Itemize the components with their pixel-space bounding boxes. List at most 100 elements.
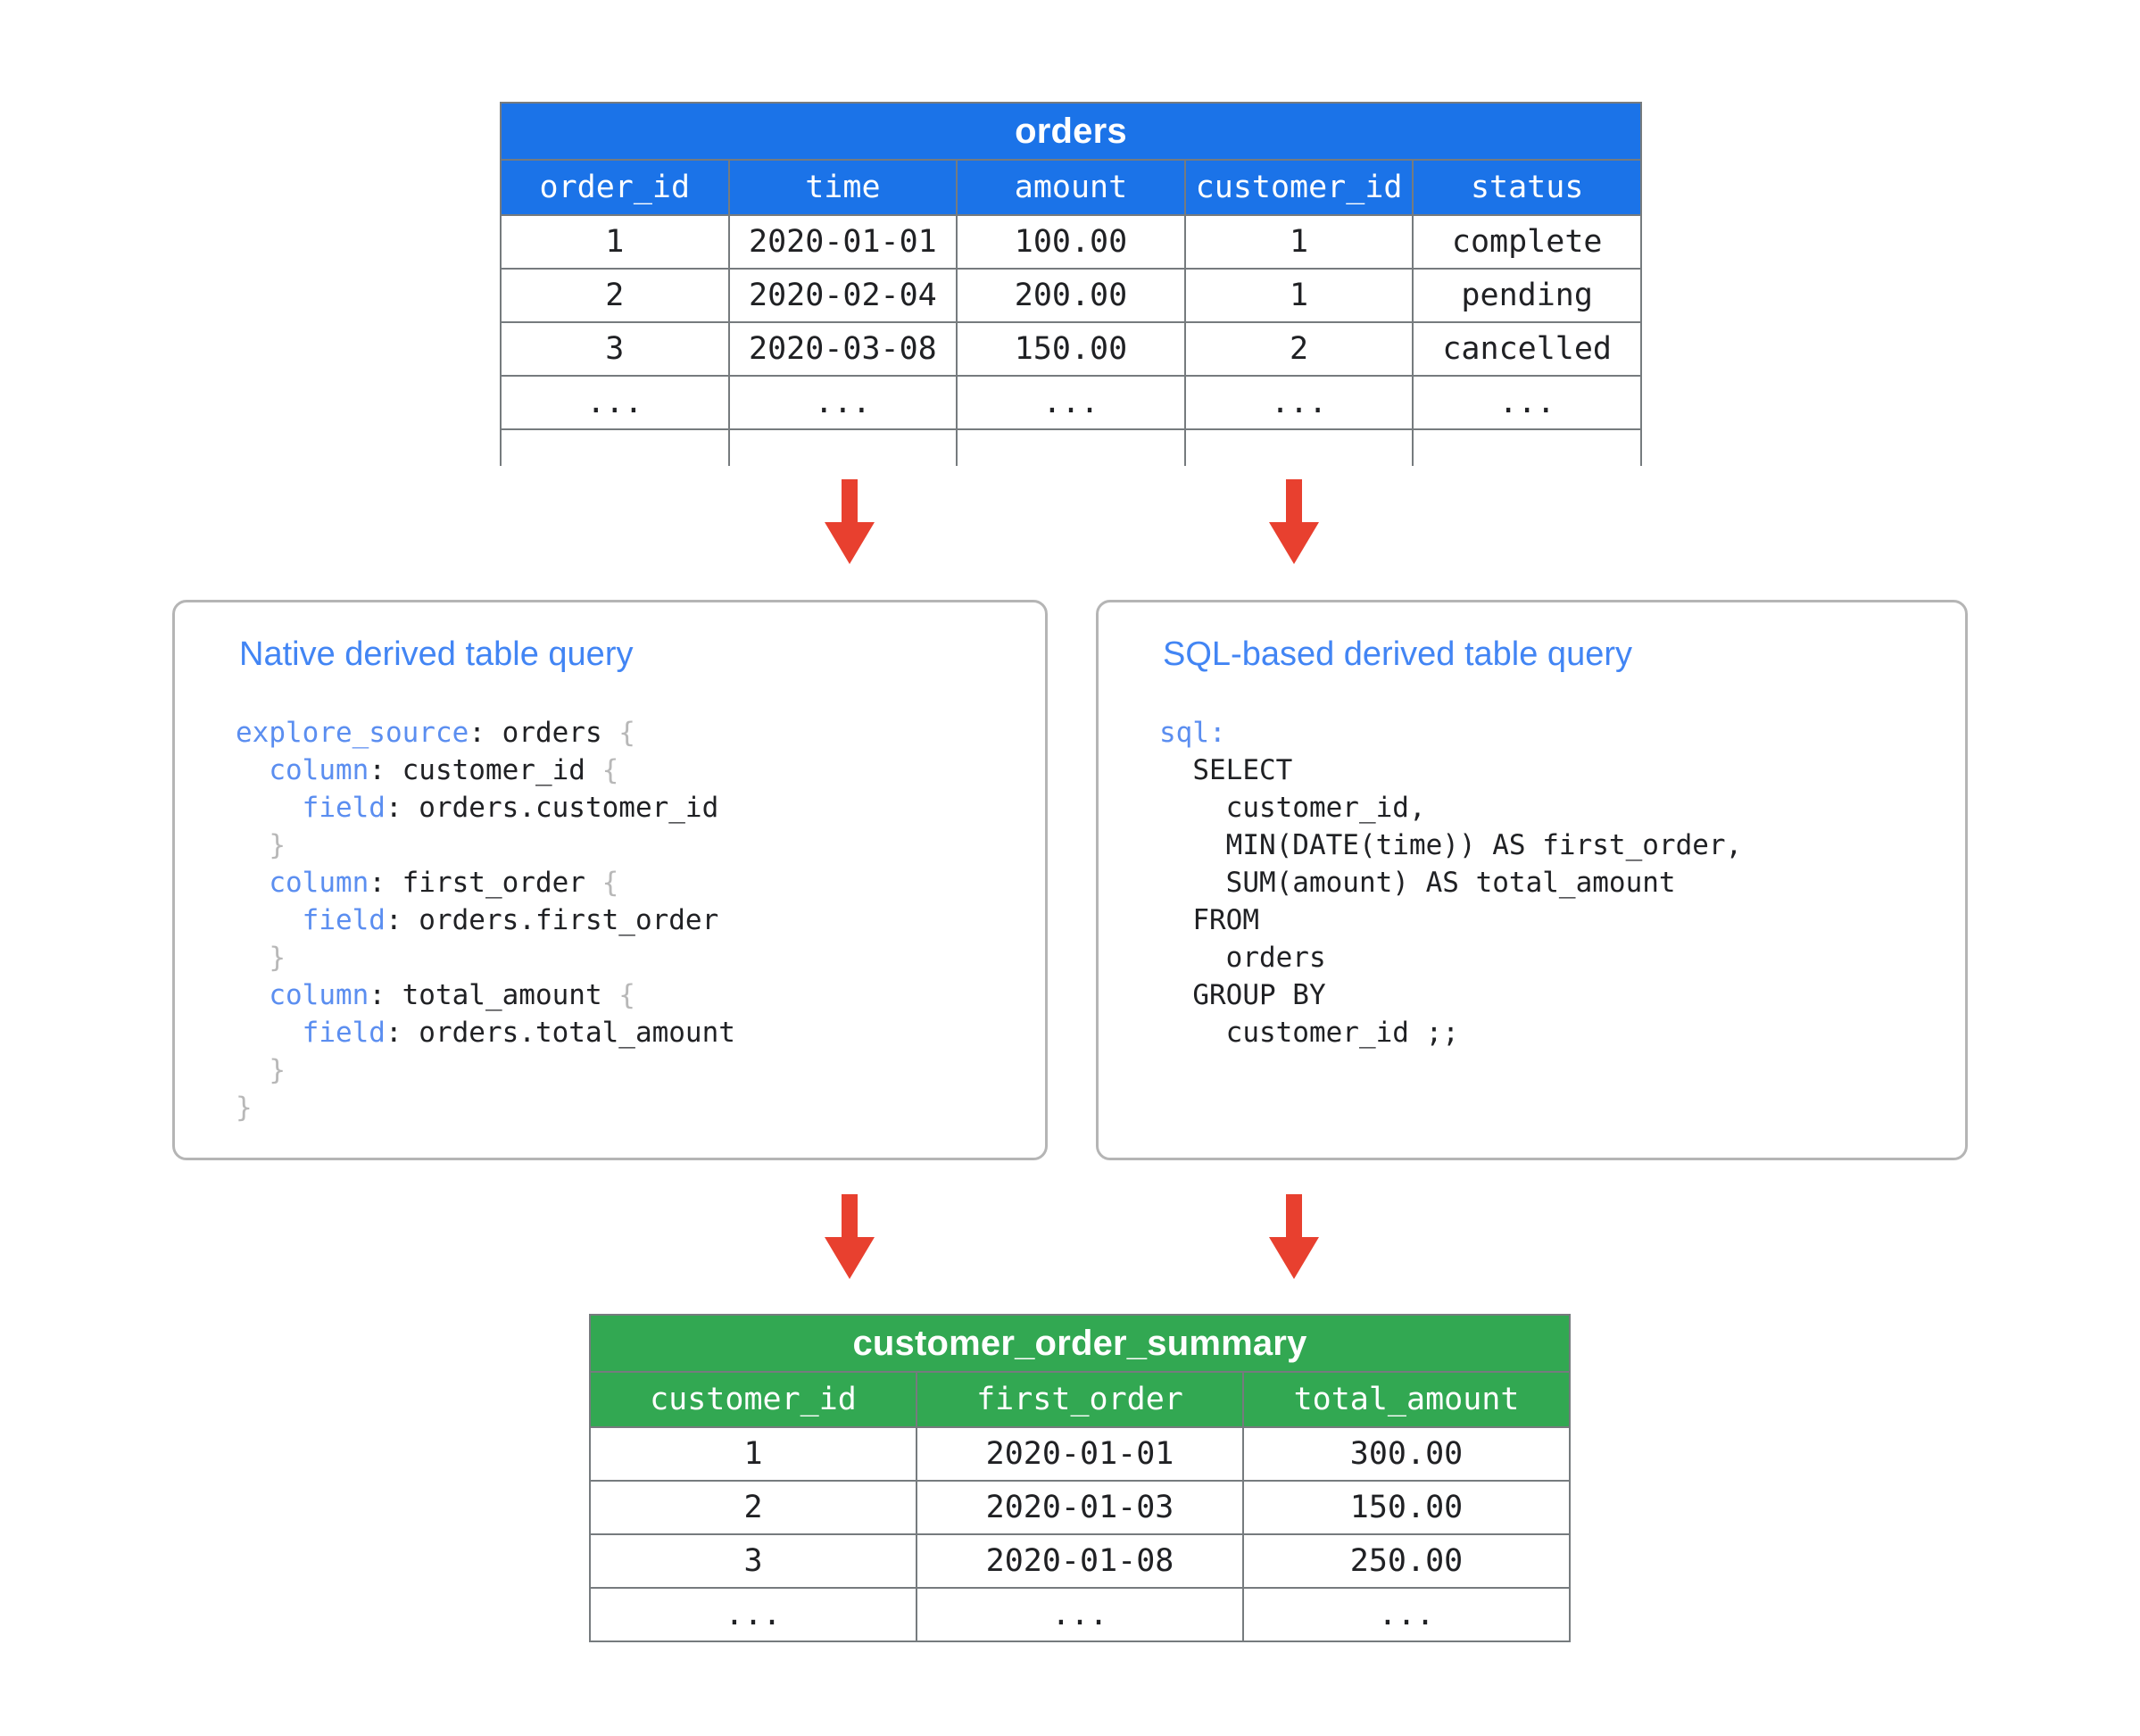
summary-cell: 2 (589, 1480, 917, 1535)
code-text (236, 1054, 269, 1086)
table-row: 3 2020-03-08 150.00 2 cancelled (500, 321, 1642, 377)
orders-cell: 3 (500, 321, 730, 377)
summary-cell: 2020-01-03 (916, 1480, 1244, 1535)
summary-col-header-total-amount: total_amount (1242, 1371, 1571, 1428)
orders-table-title-row: orders (500, 102, 1642, 161)
code-text: customer_id ;; (1159, 1017, 1459, 1049)
code-text: customer_id, (1159, 792, 1426, 824)
orders-cell: 2020-03-08 (727, 321, 958, 377)
orders-cell: ... (500, 375, 730, 430)
code-brace: { (618, 717, 635, 749)
summary-cell: 300.00 (1242, 1426, 1571, 1482)
code-line: explore_source: orders { (236, 714, 735, 752)
orders-cell: complete (1412, 214, 1642, 270)
code-line: } (236, 1089, 735, 1126)
arrow-orders-to-native-panel (824, 479, 875, 565)
orders-table-title: orders (500, 102, 1642, 161)
orders-cell: 2 (1183, 321, 1414, 377)
code-keyword: field (302, 792, 386, 824)
code-line: column: total_amount { (236, 976, 735, 1014)
orders-cell-truncated (956, 428, 1186, 466)
native-derived-table-panel: Native derived table query explore_sourc… (172, 600, 1048, 1160)
table-row-ellipsis: ... ... ... (589, 1587, 1571, 1642)
orders-col-header-customer-id: customer_id (1183, 159, 1414, 216)
code-line: customer_id ;; (1159, 1014, 1742, 1051)
code-line: } (236, 826, 735, 864)
orders-cell: pending (1412, 268, 1642, 323)
summary-cell: ... (916, 1587, 1244, 1642)
code-text: : orders.first_order (385, 904, 719, 936)
code-line: FROM (1159, 901, 1742, 939)
code-text (236, 942, 269, 974)
orders-table: orders order_id time amount customer_id … (500, 102, 1642, 466)
code-line: column: customer_id { (236, 752, 735, 789)
code-text (236, 979, 269, 1011)
code-keyword: field (302, 1017, 386, 1049)
summary-table-title-row: customer_order_summary (589, 1314, 1571, 1373)
orders-cell: 2020-01-01 (727, 214, 958, 270)
orders-cell: 1 (500, 214, 730, 270)
orders-col-header-amount: amount (956, 159, 1186, 216)
code-brace: { (601, 754, 619, 786)
native-panel-title: Native derived table query (239, 635, 634, 673)
orders-cell-truncated (727, 428, 958, 466)
code-line: orders (1159, 939, 1742, 976)
table-row-truncated (500, 428, 1642, 466)
summary-cell: 150.00 (1242, 1480, 1571, 1535)
orders-table-body: orders order_id time amount customer_id … (500, 102, 1642, 466)
code-text (236, 792, 303, 824)
summary-table-title: customer_order_summary (589, 1314, 1571, 1373)
sql-derived-table-panel: SQL-based derived table query sql: SELEC… (1096, 600, 1968, 1160)
summary-cell: 2020-01-08 (916, 1533, 1244, 1589)
code-text: : orders.total_amount (385, 1017, 735, 1049)
orders-cell: ... (956, 375, 1186, 430)
orders-cell: ... (1412, 375, 1642, 430)
customer-order-summary-table: customer_order_summary customer_id first… (589, 1314, 1571, 1642)
code-brace: } (269, 829, 286, 861)
orders-cell: 1 (1183, 268, 1414, 323)
summary-cell: ... (589, 1587, 917, 1642)
orders-cell: 1 (1183, 214, 1414, 270)
code-keyword: field (302, 904, 386, 936)
table-row: 1 2020-01-01 300.00 (589, 1426, 1571, 1482)
code-text: : orders (469, 717, 619, 749)
code-text: FROM (1159, 904, 1259, 936)
code-line: customer_id, (1159, 789, 1742, 826)
code-brace: { (618, 979, 635, 1011)
code-keyword: : (1209, 717, 1226, 749)
orders-cell: 2020-02-04 (727, 268, 958, 323)
code-text: SELECT (1159, 754, 1293, 786)
code-text: GROUP BY (1159, 979, 1326, 1011)
code-text: : customer_id (369, 754, 602, 786)
code-text (236, 867, 269, 899)
summary-col-header-customer-id: customer_id (589, 1371, 917, 1428)
code-line: } (236, 939, 735, 976)
code-line: SELECT (1159, 752, 1742, 789)
code-line: column: first_order { (236, 864, 735, 901)
orders-cell-truncated (1183, 428, 1414, 466)
code-line: field: orders.first_order (236, 901, 735, 939)
arrow-orders-to-sql-panel (1268, 479, 1320, 565)
down-arrow-icon (825, 479, 875, 564)
summary-col-header-first-order: first_order (916, 1371, 1244, 1428)
orders-table-header-row: order_id time amount customer_id status (500, 159, 1642, 216)
down-arrow-icon (825, 1194, 875, 1279)
code-text (236, 829, 269, 861)
code-line: GROUP BY (1159, 976, 1742, 1014)
code-text: orders (1159, 942, 1326, 974)
code-keyword: explore_source (236, 717, 469, 749)
code-brace: } (236, 1092, 253, 1124)
orders-cell-truncated (500, 428, 730, 466)
code-keyword: column (269, 979, 369, 1011)
summary-table-header-row: customer_id first_order total_amount (589, 1371, 1571, 1428)
summary-cell: 2020-01-01 (916, 1426, 1244, 1482)
orders-col-header-status: status (1412, 159, 1642, 216)
code-line: } (236, 1051, 735, 1089)
orders-cell: ... (727, 375, 958, 430)
orders-cell: cancelled (1412, 321, 1642, 377)
code-brace: { (601, 867, 619, 899)
table-row-ellipsis: ... ... ... ... ... (500, 375, 1642, 430)
code-keyword: column (269, 754, 369, 786)
orders-cell: ... (1183, 375, 1414, 430)
code-keyword: sql (1159, 717, 1209, 749)
